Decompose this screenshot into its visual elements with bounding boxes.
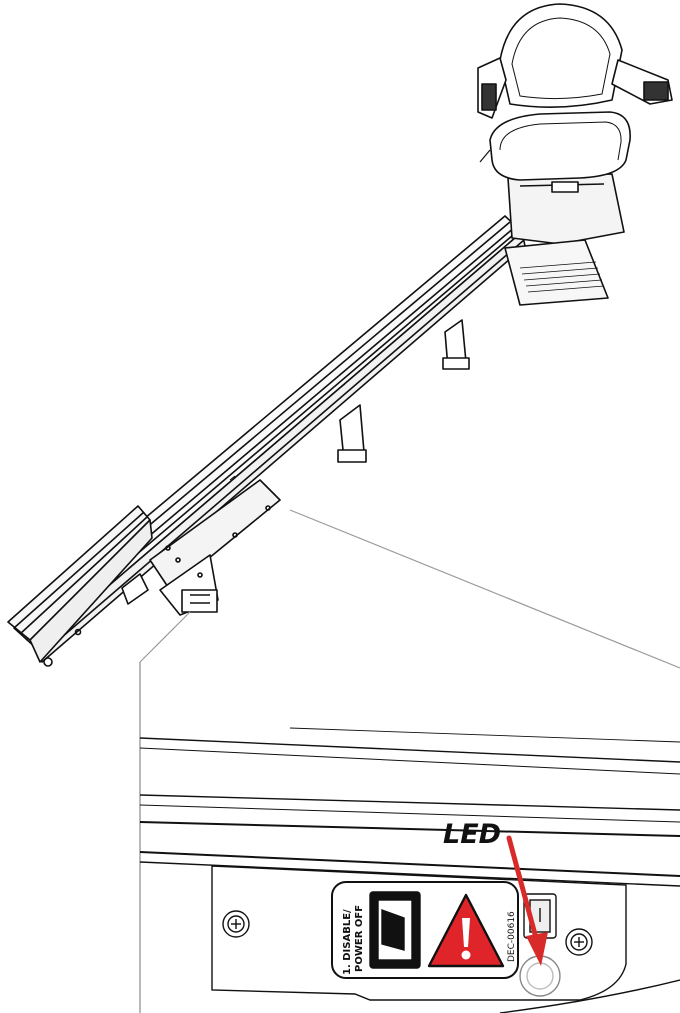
decal-line1: 1. DISABLE/	[342, 909, 353, 975]
led-label: LED	[443, 819, 501, 850]
rail-supports	[337, 319, 470, 463]
rail	[7, 215, 526, 667]
chair	[477, 3, 673, 306]
power-decal	[331, 881, 519, 979]
detail-view	[139, 662, 680, 1013]
screw-icon	[565, 928, 593, 956]
stairlift-illustration	[7, 3, 673, 667]
led-indicator	[519, 955, 561, 997]
zoom-connector	[139, 509, 680, 669]
screw-icon	[222, 910, 250, 938]
aux-switch	[523, 893, 557, 939]
decal-code: DEC-00616	[507, 911, 517, 962]
led-arrow	[506, 835, 548, 966]
rail-profile	[139, 727, 680, 887]
rocker-switch-icon	[369, 891, 421, 969]
warning-triangle-icon	[427, 893, 505, 968]
rail-joint	[121, 479, 281, 616]
decal-line2: POWER OFF	[354, 905, 365, 972]
